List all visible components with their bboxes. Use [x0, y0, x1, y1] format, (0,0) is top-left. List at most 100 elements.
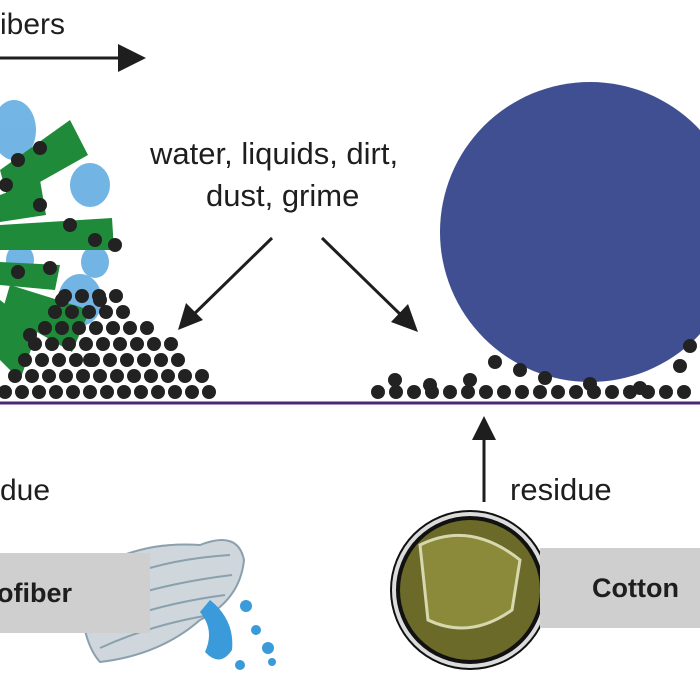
dirt-particle	[659, 385, 673, 399]
dirt-particle	[168, 385, 182, 399]
dirt-particle	[108, 238, 122, 252]
dirt-particle	[134, 385, 148, 399]
cotton-label: Cotton	[592, 573, 679, 604]
dirt-particle	[443, 385, 457, 399]
dirt-particle	[461, 385, 475, 399]
dirt-particle	[130, 337, 144, 351]
dirt-particle	[63, 218, 77, 232]
dirt-particle	[538, 371, 552, 385]
dirt-particle	[389, 385, 403, 399]
dirt-particle	[69, 353, 83, 367]
dirt-particle	[515, 385, 529, 399]
dirt-particle	[116, 305, 130, 319]
dirt-particle	[66, 385, 80, 399]
dirt-particle	[110, 369, 124, 383]
dirt-particle	[463, 373, 477, 387]
dirt-particle	[42, 369, 56, 383]
dirt-particle	[151, 385, 165, 399]
dirt-particle	[195, 369, 209, 383]
dirt-particle	[72, 321, 86, 335]
cotton-fiber-shape	[440, 82, 700, 382]
dirt-particle	[8, 369, 22, 383]
dirt-particle	[178, 369, 192, 383]
dirt-particle	[407, 385, 421, 399]
cotton-magnified-image	[390, 510, 550, 670]
dirt-particle	[11, 153, 25, 167]
dirt-particle	[65, 305, 79, 319]
dirt-particle	[677, 385, 691, 399]
right-residue-label: residue	[510, 472, 612, 508]
microfiber-label: ofiber	[0, 578, 72, 609]
dirt-particle	[673, 359, 687, 373]
dirt-label-line2: dust, grime	[206, 178, 359, 214]
dirt-particle	[109, 289, 123, 303]
dirt-particle	[513, 363, 527, 377]
dirt-particle	[43, 261, 57, 275]
dirt-particle	[683, 339, 697, 353]
label-pointer-arrows	[190, 238, 404, 318]
dirt-particle	[59, 369, 73, 383]
dirt-particle	[161, 369, 175, 383]
dirt-particle	[82, 305, 96, 319]
dirt-particle	[100, 385, 114, 399]
dirt-particle	[123, 321, 137, 335]
dirt-particle	[52, 353, 66, 367]
dirt-particle	[497, 385, 511, 399]
dirt-particle	[79, 337, 93, 351]
dirt-particle	[62, 337, 76, 351]
dirt-particle	[48, 305, 62, 319]
dirt-particle	[569, 385, 583, 399]
dirt-label-line1: water, liquids, dirt,	[150, 136, 398, 172]
dirt-particle	[35, 353, 49, 367]
dirt-particle	[479, 385, 493, 399]
dirt-particle	[89, 321, 103, 335]
direction-arrow	[0, 44, 146, 72]
dirt-particle	[45, 337, 59, 351]
dirt-particle	[55, 293, 69, 307]
dirt-particle	[83, 353, 97, 367]
microfiber-banner: ofiber	[0, 553, 150, 633]
top-fibers-label: ibers	[0, 8, 65, 42]
dirt-particle	[33, 141, 47, 155]
dirt-particle	[93, 293, 107, 307]
dirt-particle	[103, 353, 117, 367]
dirt-particle	[551, 385, 565, 399]
dirt-particle	[533, 385, 547, 399]
dirt-particle	[633, 381, 647, 395]
dirt-particle	[76, 369, 90, 383]
dirt-particle	[171, 353, 185, 367]
dirt-particle	[75, 289, 89, 303]
dirt-particle	[113, 337, 127, 351]
dirt-particle	[144, 369, 158, 383]
dirt-particle	[423, 378, 437, 392]
dirt-particle	[15, 385, 29, 399]
dirt-particle	[18, 353, 32, 367]
dirt-particle	[49, 385, 63, 399]
dirt-particle	[605, 385, 619, 399]
dirt-particle	[93, 369, 107, 383]
dirt-particle	[164, 337, 178, 351]
dirt-particle	[388, 373, 402, 387]
left-residue-label: due	[0, 474, 50, 508]
dirt-particle	[137, 353, 151, 367]
dirt-particle	[140, 321, 154, 335]
dirt-particle	[96, 337, 110, 351]
residue-arrow	[472, 416, 496, 502]
dirt-particle	[147, 337, 161, 351]
dirt-particle	[83, 385, 97, 399]
dirt-particle	[88, 233, 102, 247]
dirt-particle	[11, 265, 25, 279]
dirt-particle	[127, 369, 141, 383]
dirt-particle	[185, 385, 199, 399]
dirt-particle	[583, 377, 597, 391]
dirt-particle	[25, 369, 39, 383]
dirt-particle	[202, 385, 216, 399]
cotton-banner: Cotton	[540, 548, 700, 628]
dirt-particle	[32, 385, 46, 399]
dirt-particle	[99, 305, 113, 319]
dirt-particle	[117, 385, 131, 399]
dirt-particle	[154, 353, 168, 367]
dirt-particle	[106, 321, 120, 335]
dirt-particle	[120, 353, 134, 367]
dirt-particle	[0, 385, 12, 399]
